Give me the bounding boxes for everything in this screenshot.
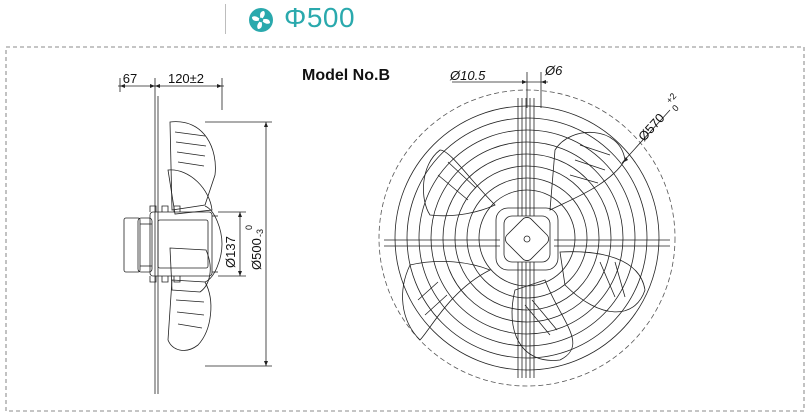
header-divider xyxy=(225,4,226,34)
drawing-frame xyxy=(5,46,805,412)
dim-blade-tol-lower: -3 xyxy=(255,229,265,237)
page-title: Φ500 xyxy=(284,2,356,33)
dim-width-right: 120±2 xyxy=(168,71,204,86)
technical-drawing: 67 120±2 Ø137 Ø500 0 -3 Model No.B xyxy=(5,46,805,412)
dim-mount: Ø570 xyxy=(635,110,667,144)
model-label: Model No.B xyxy=(302,67,390,84)
dim-mount-tol-lower: 0 xyxy=(670,103,681,113)
side-view xyxy=(118,78,272,394)
dim-blade-tol-upper: 0 xyxy=(244,225,254,230)
dim-width-left: 67 xyxy=(123,71,137,86)
dim-slot: Ø6 xyxy=(544,63,563,78)
header: Φ500 xyxy=(0,0,811,40)
fan-icon xyxy=(249,8,273,32)
dim-hole: Ø10.5 xyxy=(449,68,486,83)
dim-blade: Ø500 xyxy=(249,238,264,270)
front-view xyxy=(378,72,676,387)
dim-hub: Ø137 xyxy=(223,236,238,268)
dim-mount-tol-upper: +2 xyxy=(664,91,678,105)
